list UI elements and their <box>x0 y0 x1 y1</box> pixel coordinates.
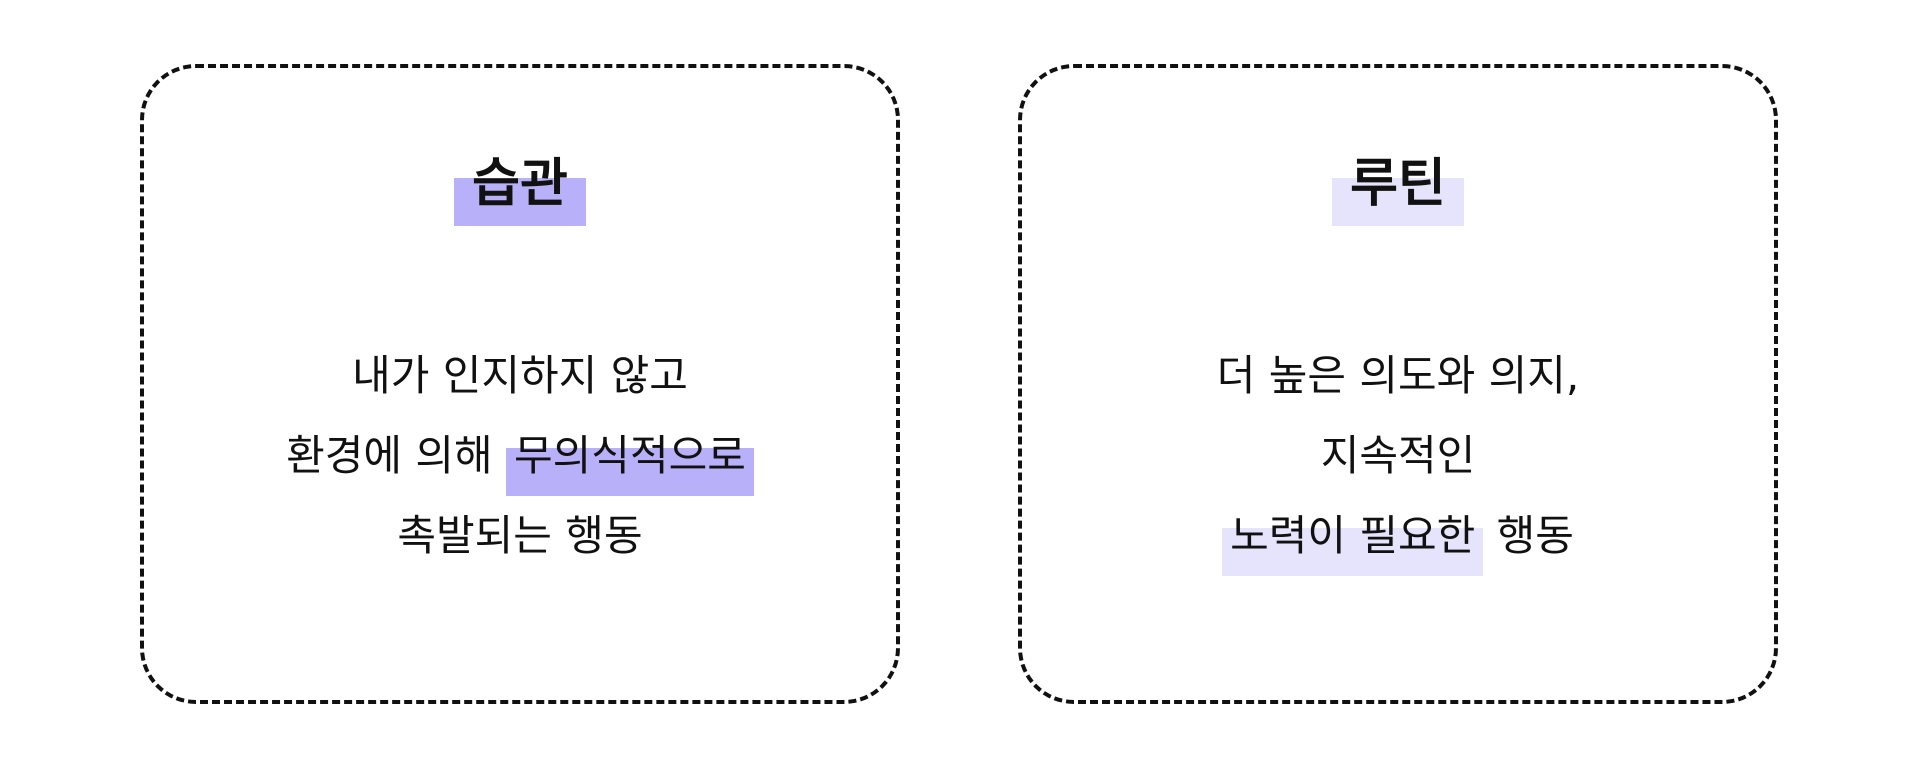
habit-title: 습관 <box>454 148 586 226</box>
routine-title: 루틴 <box>1332 148 1464 226</box>
habit-title-highlight <box>454 178 586 226</box>
habit-line-2: 환경에 의해 무의식적으로 <box>144 416 896 496</box>
routine-line-3: 노력이 필요한 행동 <box>1022 496 1774 576</box>
habit-card: 습관 내가 인지하지 않고 환경에 의해 무의식적으로 촉발되는 행동 <box>140 64 900 704</box>
habit-description: 내가 인지하지 않고 환경에 의해 무의식적으로 촉발되는 행동 <box>144 336 896 576</box>
habit-highlight-unconscious: 무의식적으로 <box>506 416 754 496</box>
routine-description: 더 높은 의도와 의지, 지속적인 노력이 필요한 행동 <box>1022 336 1774 576</box>
routine-line-2: 지속적인 <box>1320 431 1476 480</box>
routine-line-1: 더 높은 의도와 의지, <box>1216 351 1580 400</box>
habit-line-3: 촉발되는 행동 <box>397 511 643 560</box>
habit-line-1: 내가 인지하지 않고 <box>352 351 688 400</box>
routine-card: 루틴 더 높은 의도와 의지, 지속적인 노력이 필요한 행동 <box>1018 64 1778 704</box>
routine-title-highlight <box>1332 178 1464 226</box>
routine-highlight-effort: 노력이 필요한 <box>1222 496 1484 576</box>
